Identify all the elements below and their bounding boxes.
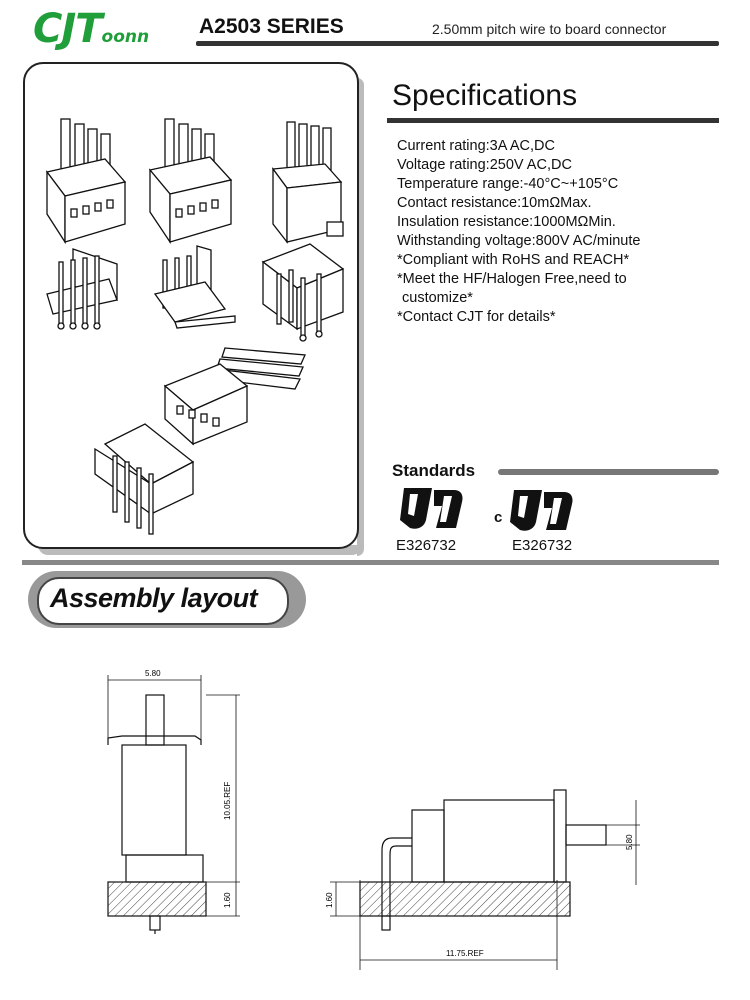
product-image-panel bbox=[23, 62, 359, 549]
panel-shadow-right bbox=[357, 78, 364, 556]
assembly-title: Assembly layout bbox=[50, 583, 258, 613]
assembly-drawing: 5.80 10.05.REF 1.60 1.60 5.80 11.75.REF bbox=[107, 669, 640, 970]
housing-illustration-3 bbox=[271, 121, 344, 244]
spec-contact-resistance: Contact resistance:10mΩMax. bbox=[397, 195, 592, 211]
logo-main-text: CJT bbox=[33, 6, 103, 52]
cul-certificate-number: E326732 bbox=[512, 537, 573, 554]
dim-width-label: 5.80 bbox=[145, 669, 161, 678]
panel-shadow-bottom bbox=[38, 545, 362, 555]
assembly-banner bbox=[37, 577, 289, 625]
side-view-drawing bbox=[330, 789, 640, 970]
specifications-list: Current rating:3A AC,DC Voltage rating:2… bbox=[397, 137, 727, 327]
mated-pair-illustration bbox=[94, 347, 306, 535]
housing-illustration-2 bbox=[148, 118, 233, 245]
series-subtitle: 2.50mm pitch wire to board connector bbox=[432, 21, 667, 37]
spec-current-rating: Current rating:3A AC,DC bbox=[397, 138, 555, 154]
dim-height-label: 10.05.REF bbox=[223, 782, 232, 820]
standards-rule bbox=[498, 469, 719, 475]
header-illustration-3 bbox=[261, 243, 345, 342]
front-view-drawing bbox=[107, 675, 240, 934]
ul-certificate-number: E326732 bbox=[396, 537, 457, 554]
series-title: A2503 SERIES bbox=[199, 15, 344, 38]
spec-halogen-note-cont: customize* bbox=[402, 290, 473, 306]
company-logo: CJToonn bbox=[33, 7, 149, 59]
dim-pin-height-label: 5.80 bbox=[625, 834, 634, 850]
spec-contact-note: *Contact CJT for details* bbox=[397, 309, 556, 325]
spec-rohs-note: *Compliant with RoHS and REACH* bbox=[397, 252, 630, 268]
ul-mark-icon bbox=[400, 488, 463, 529]
housing-illustration-1 bbox=[45, 118, 127, 245]
specifications-title: Specifications bbox=[392, 79, 578, 112]
header-illustration-2 bbox=[153, 245, 236, 329]
cul-mark-icon bbox=[510, 490, 573, 531]
spec-withstanding-voltage: Withstanding voltage:800V AC/minute bbox=[397, 233, 641, 249]
logo-small-text: oonn bbox=[101, 27, 150, 47]
connector-illustrations bbox=[45, 118, 345, 535]
specifications-rule bbox=[387, 118, 719, 123]
spec-temperature-range: Temperature range:-40°C~+105°C bbox=[397, 176, 619, 192]
header-illustration-1 bbox=[46, 248, 118, 330]
section-divider bbox=[22, 560, 719, 565]
spec-halogen-note: *Meet the HF/Halogen Free,need to bbox=[397, 271, 627, 287]
dim-length-label: 11.75.REF bbox=[446, 949, 484, 958]
dim-board-left-label: 1.60 bbox=[223, 892, 232, 908]
cul-prefix: c bbox=[494, 509, 503, 526]
standards-title: Standards bbox=[392, 461, 476, 480]
spec-voltage-rating: Voltage rating:250V AC,DC bbox=[397, 157, 572, 173]
spec-insulation-resistance: Insulation resistance:1000MΩMin. bbox=[397, 214, 616, 230]
dim-board-right-label: 1.60 bbox=[325, 892, 334, 908]
header-rule bbox=[196, 41, 719, 46]
